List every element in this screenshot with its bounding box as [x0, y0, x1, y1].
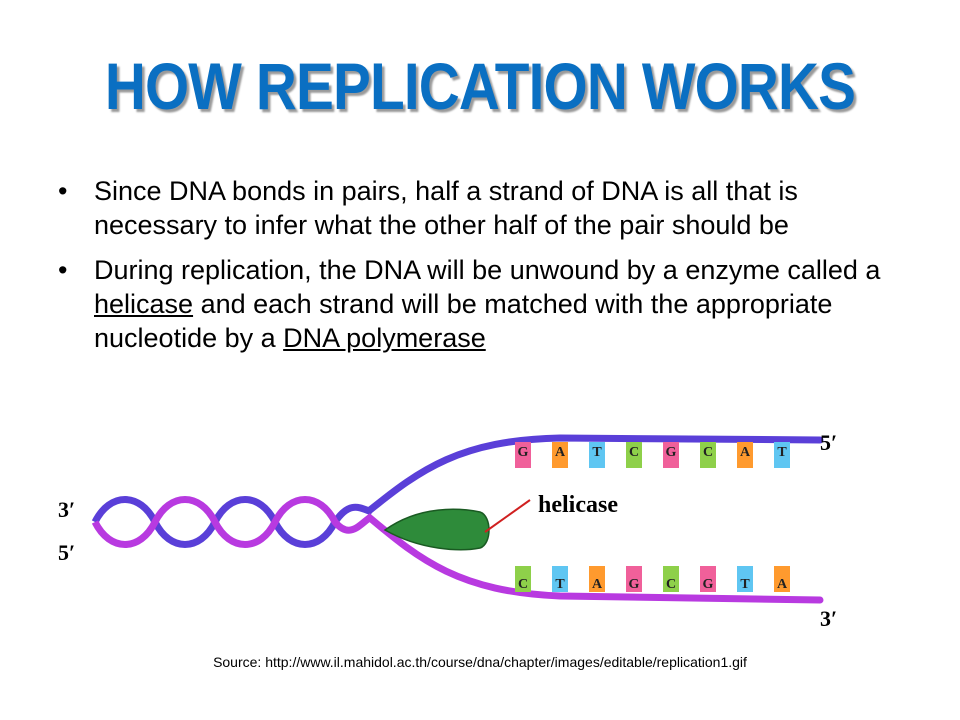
replication-diagram: 3′ 5′ 5′ 3′ helicase G A T C G C A T C T A G C G T A	[58, 430, 837, 631]
top-base-block	[589, 442, 605, 468]
top-base-block	[774, 442, 790, 468]
bottom-base-letter: A	[592, 577, 603, 592]
helix-strand-b	[91, 496, 375, 548]
bottom-base-block	[663, 566, 679, 592]
helicase-label: helicase	[538, 492, 618, 518]
bullet-item-2: • During replication, the DNA will be un…	[58, 253, 918, 355]
bullet-icon: •	[58, 255, 68, 285]
top-base-letter: C	[629, 445, 639, 460]
bottom-base-letter: G	[703, 577, 714, 592]
bottom-base-block	[774, 566, 790, 592]
lower-strand	[366, 514, 824, 604]
top-base-letter: A	[740, 445, 751, 460]
bullet-text-1: Since DNA bonds in pairs, half a strand …	[94, 176, 798, 240]
bullet-text-2-mid: and each strand will be matched with the…	[94, 289, 833, 353]
bullet-text-2-pre: During replication, the DNA will be unwo…	[94, 255, 881, 285]
source-caption: Source: http://www.il.mahidol.ac.th/cour…	[213, 654, 747, 670]
bottom-base-block	[626, 566, 642, 592]
bullet-item-1: • Since DNA bonds in pairs, half a stran…	[58, 174, 918, 242]
bottom-base-block	[589, 566, 605, 592]
bullet-icon: •	[58, 176, 68, 206]
top-base-letter: C	[703, 445, 713, 460]
top-base-block	[737, 442, 753, 468]
helix-strand-a	[91, 496, 374, 548]
top-base-block	[515, 442, 531, 468]
upper-strand	[366, 434, 824, 514]
label-right-top: 5′	[820, 430, 837, 455]
bottom-base-letter: C	[666, 577, 676, 592]
bottom-base-letter: T	[555, 577, 565, 592]
slide-title: HOW REPLICATION WORKS	[104, 49, 856, 123]
bottom-base-block	[700, 566, 716, 592]
dna-polymerase-link[interactable]: DNA polymerase	[283, 323, 486, 353]
top-base-letter: T	[777, 445, 787, 460]
top-base-block	[626, 442, 642, 468]
top-base-letter: T	[592, 445, 602, 460]
bottom-base-letter: T	[740, 577, 750, 592]
top-base-block	[663, 442, 679, 468]
helicase-link[interactable]: helicase	[94, 289, 194, 319]
bottom-base-block	[552, 566, 568, 592]
bottom-base-letter: G	[629, 577, 640, 592]
bottom-base-letter: A	[777, 577, 788, 592]
label-right-bottom: 3′	[820, 606, 837, 631]
top-base-letter: A	[555, 445, 566, 460]
bullet-list: • Since DNA bonds in pairs, half a stran…	[58, 174, 918, 366]
top-base-block	[700, 442, 716, 468]
label-left-top: 3′	[58, 497, 75, 522]
top-base-letter: G	[666, 445, 677, 460]
top-base-letter: G	[518, 445, 529, 460]
helicase-pointer	[484, 499, 531, 533]
bottom-base-block	[737, 566, 753, 592]
bottom-base-letter: C	[518, 577, 528, 592]
bottom-base-block	[515, 566, 531, 592]
label-left-bottom: 5′	[58, 540, 75, 565]
top-base-block	[552, 442, 568, 468]
